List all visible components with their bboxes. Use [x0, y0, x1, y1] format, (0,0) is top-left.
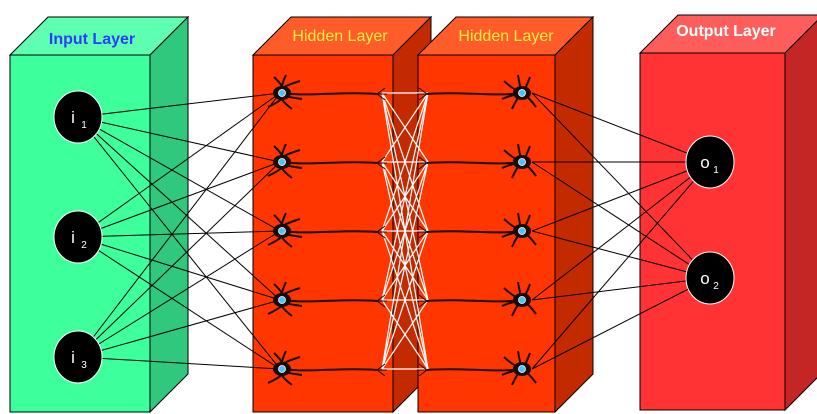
connection-h2n1-o1: [531, 92, 711, 163]
output-layer-box: [638, 14, 817, 412]
connection-h2n5-o1: [531, 161, 711, 370]
input-node-2-subscript: 2: [81, 240, 87, 251]
connection-i2-h1n1: [77, 92, 281, 238]
connection-h1n3-h2n1: [381, 92, 429, 232]
hidden1-neuron-4-icon-nucleus: [278, 296, 286, 304]
connection-i3-h1n4: [77, 299, 281, 358]
connection-i2-h1n2: [77, 161, 281, 238]
connection-h1n2-h2n1: [381, 92, 429, 163]
connection-h1n5-h2n4: [381, 299, 429, 370]
hidden2-neuron-1-icon: [417, 74, 537, 110]
connection-i1-h1n5: [77, 116, 281, 370]
hidden2-neuron-5-icon: [417, 350, 537, 386]
connection-h2n3-o2: [531, 230, 711, 279]
hidden2-neuron-3-icon-nucleus: [518, 227, 526, 235]
input-node-2-letter: i: [71, 228, 75, 247]
output-layer-title: Output Layer: [676, 23, 776, 40]
connection-i3-h1n3: [77, 230, 281, 358]
input-node-1-subscript: 1: [81, 120, 87, 131]
hidden1-neuron-4-icon: [267, 281, 387, 317]
connection-i2-h1n5: [77, 236, 281, 370]
connection-h1n5-h2n3: [381, 230, 429, 370]
hidden1-neuron-2-icon-nucleus: [278, 158, 286, 166]
hidden1-neuron-3-icon: [267, 212, 387, 248]
connection-i3-h1n2: [77, 161, 281, 358]
connection-i2-h1n4: [77, 236, 281, 301]
output-layer-box-front-face: [639, 52, 786, 411]
output-node-2-subscript: 2: [713, 281, 719, 292]
connection-h1n5-h2n1: [381, 92, 429, 370]
input-node-3-subscript: 3: [81, 360, 87, 371]
connection-i1-h1n1: [77, 92, 281, 118]
connection-h2n4-o2: [531, 277, 711, 301]
hidden1-neuron-1-icon: [267, 74, 387, 110]
hidden2-neuron-5-icon-nucleus: [518, 365, 526, 373]
connection-h1n5-h2n2: [381, 161, 429, 370]
hidden2-neuron-1-icon-nucleus: [518, 89, 526, 97]
hidden1-neuron-3-icon-nucleus: [278, 227, 286, 235]
connection-h2n1-o2: [531, 92, 711, 279]
connection-h2n2-o2: [531, 161, 711, 279]
hidden1-neuron-1-icon-nucleus: [278, 89, 286, 97]
hidden2-neuron-3-icon: [417, 212, 537, 248]
hidden-layer-1-box: [251, 15, 433, 414]
output-node-1-letter: o: [700, 153, 709, 172]
hidden-layer-2-box: [416, 15, 595, 414]
connection-i3-h1n5: [77, 356, 281, 370]
hidden2-neuron-2-icon: [417, 143, 537, 179]
connection-i2-h1n3: [77, 230, 281, 238]
hidden-layer-2-box-front-face: [417, 54, 556, 413]
hidden1-neuron-5-icon: [267, 350, 387, 386]
hidden1-neuron-5-icon-nucleus: [278, 365, 286, 373]
connection-i1-h1n3: [77, 116, 281, 232]
hidden2-neuron-4-icon: [417, 281, 537, 317]
connection-h2n4-o1: [531, 161, 711, 301]
connection-i3-h1n1: [77, 92, 281, 358]
connection-h1n4-h2n1: [381, 92, 429, 301]
hidden1-neuron-2-icon: [267, 143, 387, 179]
hidden2-neuron-2-icon-nucleus: [518, 158, 526, 166]
input-node-1-letter: i: [71, 108, 75, 127]
output-node-1-subscript: 1: [713, 165, 719, 176]
connection-h2n5-o2: [531, 277, 711, 370]
hidden-layer-2-title: Hidden Layer: [458, 28, 554, 45]
connection-i1-h1n2: [77, 116, 281, 163]
hidden-layer-1-title: Hidden Layer: [292, 28, 388, 45]
hidden2-neuron-4-icon-nucleus: [518, 296, 526, 304]
input-node-3-letter: i: [71, 348, 75, 367]
input-layer-title: Input Layer: [49, 31, 135, 48]
connection-i1-h1n4: [77, 116, 281, 301]
output-node-2-letter: o: [700, 269, 709, 288]
connection-h2n3-o1: [531, 161, 711, 232]
output-layer-box-side-face: [784, 20, 817, 412]
